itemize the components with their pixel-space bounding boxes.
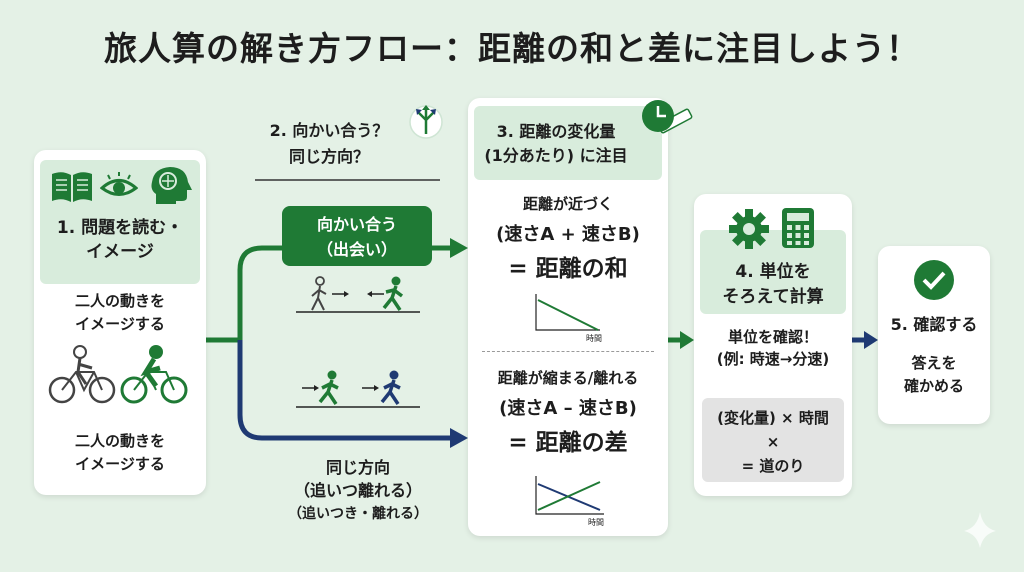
graph-line-green [537, 481, 601, 511]
runner-navy-icon [380, 370, 401, 405]
same-sublabel: （追いつき・離れる） [288, 506, 428, 522]
calculator-icon [782, 208, 814, 248]
approach-formula: (速さA + 速さB) [496, 224, 640, 245]
graph-line-decreasing [537, 299, 599, 331]
approach-label: 距離が近づく [522, 195, 613, 213]
arrowhead-step5 [864, 331, 878, 349]
clock-ruler-icon [642, 100, 693, 134]
arrowhead-step4 [680, 331, 694, 349]
arrowhead-same [450, 428, 468, 448]
graph-axis-label-top: 時間 [586, 334, 602, 343]
approach-result: = 距離の和 [508, 256, 628, 282]
same-label: 同じ方向 （追いつ離れる） [293, 458, 422, 500]
step4-band [700, 230, 846, 314]
runner-green-icon [318, 370, 339, 405]
cyclist-icon [48, 345, 116, 404]
racing-cyclist-icon [120, 345, 188, 404]
step5-text: 答えを 確かめる [903, 354, 964, 395]
step3-band [474, 106, 662, 180]
connector-same [237, 340, 452, 441]
step4-text: 単位を確認！ (例: 時速→分速) [716, 328, 830, 368]
step4-card: 4. 単位を そろえて計算 単位を確認！ (例: 時速→分速) (変化量) × … [694, 194, 852, 496]
step4-formula: (変化量) × 時間 × = 道のり [702, 398, 844, 482]
decreasing-distance-graph: 時間 [535, 294, 602, 343]
connector-facing [237, 245, 282, 340]
apart-label: 距離が縮まる/離れる [497, 369, 639, 387]
step1-text-b: 二人の動きを イメージする [74, 432, 165, 473]
graph-axis-label-bottom: 時間 [588, 518, 604, 527]
step5-heading: 5. 確認する [890, 315, 978, 334]
step2-heading: 2. 向かい合う？ 同じ方向？ [269, 121, 389, 166]
apart-formula: (速さA – 速さB) [499, 398, 637, 419]
facing-label: 向かい合う （出会い） [282, 206, 432, 266]
step5-card: 5. 確認する 答えを 確かめる [878, 246, 990, 424]
step3-heading: 3. 距離の変化量 (1分あたり) に注目 [484, 122, 628, 165]
page-title: 旅人算の解き方フロー：距離の和と差に注目しよう！ [104, 29, 920, 68]
runner-green-icon [382, 276, 404, 311]
book-icon [52, 172, 92, 202]
crossing-distance-graph: 時間 [535, 476, 604, 527]
check-circle-icon [914, 260, 954, 300]
step1-text-a: 二人の動きを イメージする [74, 292, 165, 333]
step1-heading: 1. 問題を読む・ イメージ [56, 218, 184, 262]
step3-card: 3. 距離の変化量 (1分あたり) に注目 距離が近づく (速さA + 速さB)… [468, 98, 668, 536]
brain-head-icon [151, 167, 192, 204]
eye-icon [100, 172, 138, 196]
runners-same-illustration [302, 370, 401, 405]
step4-heading: 4. 単位を そろえて計算 [722, 262, 824, 307]
step1-card: 1. 問題を読む・ イメージ 二人の動きを イメージする 二人の動きを イメージ… [34, 150, 206, 495]
walker-icon [311, 276, 327, 311]
section-divider [482, 351, 654, 352]
gear-icon [729, 209, 769, 249]
direction-split-icon [409, 105, 443, 139]
runners-facing-illustration [311, 276, 404, 311]
sparkle-icon [964, 512, 996, 548]
arrowhead-facing [450, 238, 468, 258]
apart-result: = 距離の差 [508, 430, 628, 456]
